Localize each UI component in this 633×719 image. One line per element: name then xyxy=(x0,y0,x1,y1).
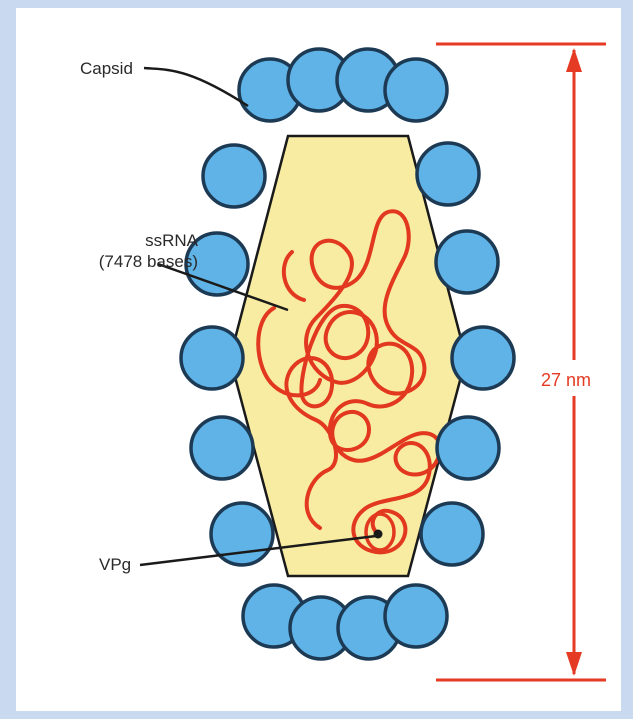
capsid-leader-line xyxy=(144,68,248,106)
capsomere xyxy=(191,417,253,479)
capsomere xyxy=(203,145,265,207)
ssrna-label-line2: (7478 bases) xyxy=(80,251,198,272)
virus-diagram xyxy=(16,8,621,711)
capsomere xyxy=(437,417,499,479)
vpg-label: VPg xyxy=(99,554,131,575)
diameter-label: 27 nm xyxy=(541,370,591,391)
capsomere xyxy=(436,231,498,293)
capsomere xyxy=(181,327,243,389)
ssrna-label-line1: ssRNA xyxy=(80,230,198,251)
capsid-label: Capsid xyxy=(80,58,133,79)
capsomere xyxy=(452,327,514,389)
dimension-arrow-up xyxy=(566,48,582,72)
ssrna-label: ssRNA (7478 bases) xyxy=(80,230,198,272)
capsomere xyxy=(385,59,447,121)
dimension-arrow-down xyxy=(566,652,582,676)
capsomere xyxy=(421,503,483,565)
capsomere xyxy=(385,585,447,647)
capsomere xyxy=(417,143,479,205)
diagram-frame: Capsid ssRNA (7478 bases) VPg 27 nm xyxy=(16,8,621,711)
